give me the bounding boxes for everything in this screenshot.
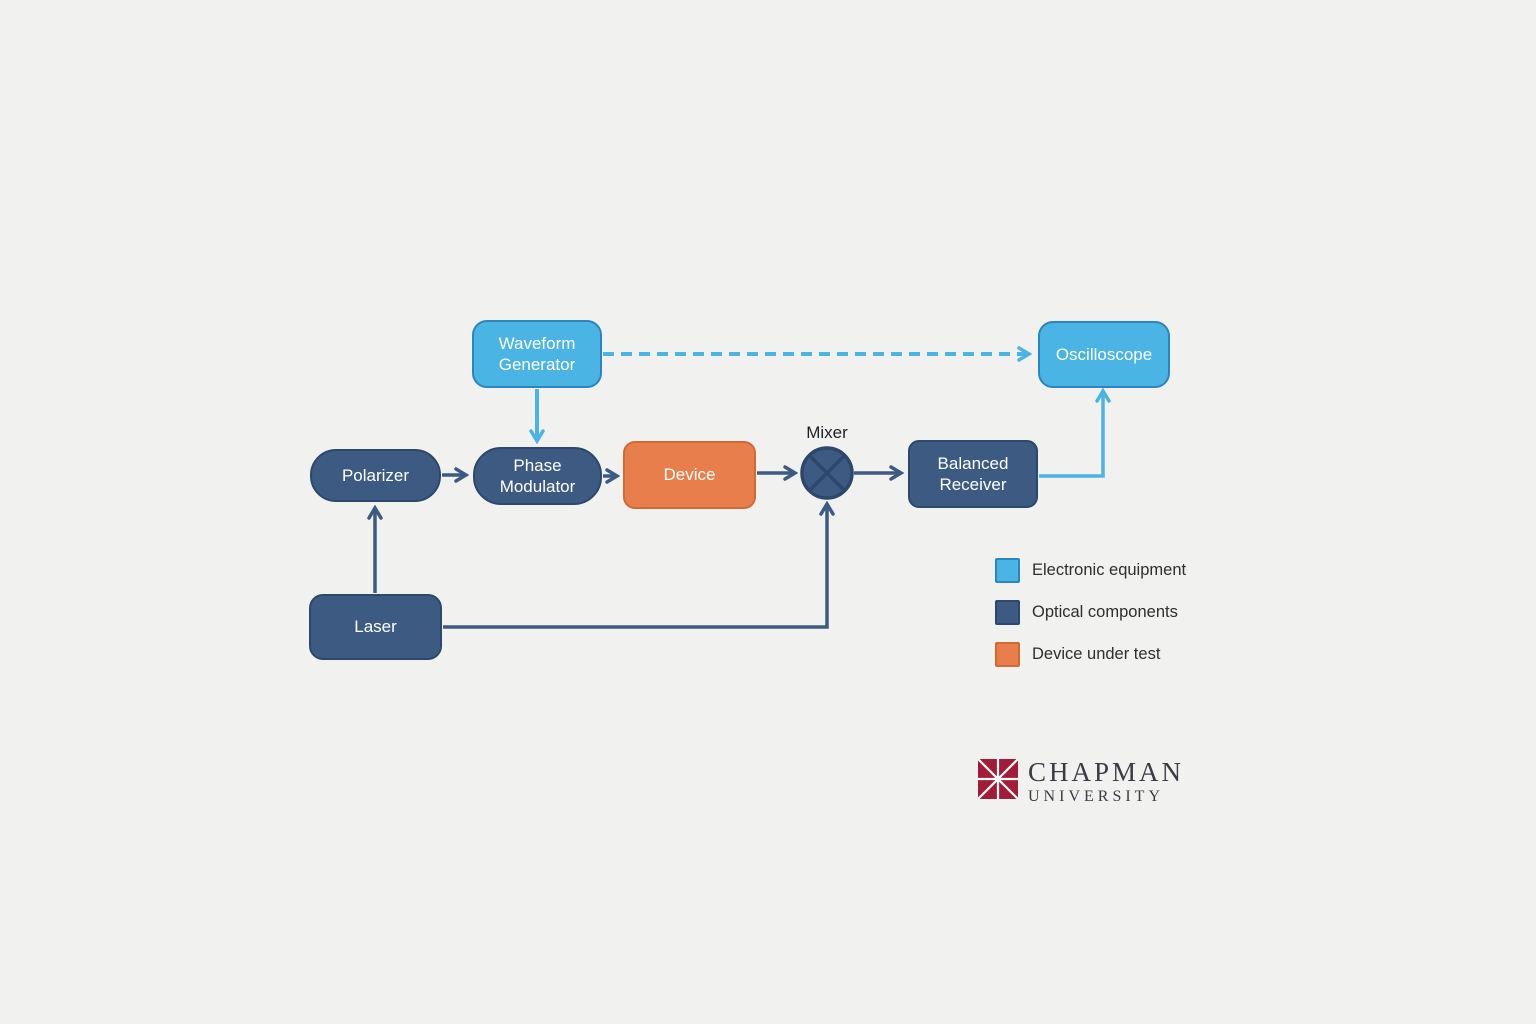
node-label: Laser — [354, 617, 397, 637]
edge-laser-to-mixer — [443, 505, 827, 629]
node-label: Balanced Receiver — [937, 453, 1009, 494]
edge-balanced-receiver-to-oscilloscope — [1039, 392, 1103, 478]
legend: Electronic equipment Optical components … — [995, 558, 1186, 667]
chapman-wordmark-line1: CHAPMAN — [1028, 757, 1185, 787]
node-mixer — [800, 446, 854, 500]
legend-swatch-electronic — [995, 558, 1020, 583]
mixer-label: Mixer — [806, 423, 848, 442]
node-polarizer: Polarizer — [310, 449, 441, 502]
node-device: Device — [623, 441, 756, 509]
legend-label: Electronic equipment — [1032, 561, 1187, 579]
node-laser: Laser — [309, 594, 442, 660]
chapman-wordmark: CHAPMAN UNIVERSITY — [1028, 757, 1184, 805]
node-phase-modulator: Phase Modulator — [473, 447, 602, 505]
mixer-x-icon — [808, 454, 846, 492]
node-label: Polarizer — [341, 465, 410, 485]
legend-item-device-under-test: Device under test — [995, 642, 1186, 667]
legend-label: Optical components — [1032, 603, 1178, 621]
legend-label: Device under test — [1032, 645, 1161, 663]
node-waveform-generator: Waveform Generator — [472, 320, 602, 388]
node-label: Phase Modulator — [499, 455, 576, 496]
legend-item-electronic: Electronic equipment — [995, 558, 1186, 583]
node-label: Device — [663, 465, 716, 485]
legend-item-optical: Optical components — [995, 600, 1186, 625]
legend-swatch-optical — [995, 600, 1020, 625]
chapman-wordmark-line2: UNIVERSITY — [1028, 788, 1164, 805]
legend-swatch-device-under-test — [995, 642, 1020, 667]
node-label: Waveform Generator — [498, 333, 576, 374]
node-balanced-receiver: Balanced Receiver — [908, 440, 1038, 508]
chapman-university-logo: CHAPMAN UNIVERSITY — [978, 757, 1184, 805]
chapman-windowpane-icon — [978, 759, 1018, 799]
node-label: Oscilloscope — [1055, 344, 1153, 364]
node-oscilloscope: Oscilloscope — [1038, 321, 1170, 388]
